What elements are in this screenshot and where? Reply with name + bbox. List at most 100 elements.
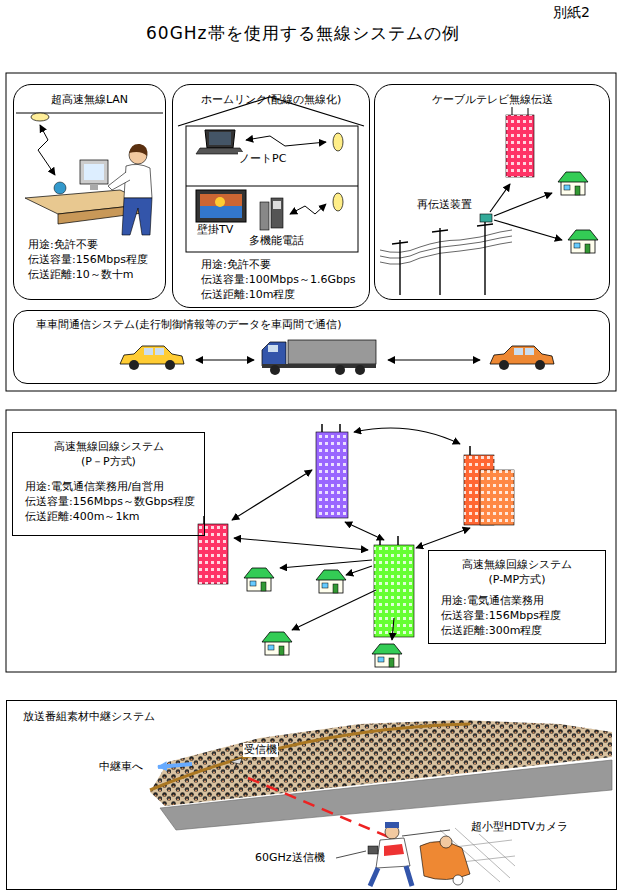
text-line: 伝送距離:10m程度 <box>201 287 356 302</box>
catv-illustration-part-part <box>399 240 400 295</box>
fixed-wireless-illustration-part-part <box>234 538 368 550</box>
catv-illustration-part-part <box>380 236 512 258</box>
device-label: 受信機 <box>243 743 278 757</box>
stadium-illustration-part <box>150 724 470 790</box>
wireless-lan-illustration-part <box>84 164 104 180</box>
fixed-wireless-illustration-part-part <box>345 522 384 540</box>
catv-illustration <box>380 107 598 295</box>
system-panel: ホームリンク(配線の無線化) 用途:免許不要 伝送容量:100Mbps～1.6Gb… <box>172 84 370 308</box>
fixed-wireless-illustration-part-part <box>232 470 312 520</box>
vehicle-illustration-part-part <box>288 340 376 364</box>
home-link-illustration-part <box>333 193 343 211</box>
text-line: 用途:免許不要 <box>28 237 148 252</box>
stadium-illustration-part <box>336 851 366 858</box>
catv-illustration-part-part <box>477 224 493 226</box>
stadium-illustration-part <box>230 758 242 764</box>
home-link-illustration-part <box>209 132 231 145</box>
home-link-illustration-part <box>273 201 281 209</box>
home-link-illustration-part <box>186 126 358 252</box>
text-line: 伝送容量:156Mbps～数Gbps程度 <box>25 494 195 509</box>
fixed-wireless-illustration-part <box>397 536 399 545</box>
system-panel: ケーブルテレビ無線伝送 <box>374 84 610 300</box>
text-line: ケーブルテレビ無線伝送 <box>375 92 609 107</box>
home-link-illustration-part <box>200 206 242 218</box>
home-link-illustration-part <box>290 204 326 214</box>
home-link-illustration-part <box>196 148 244 154</box>
stadium-illustration-part <box>440 836 452 848</box>
text-line: 用途:電気通信業務用/自営用 <box>25 479 195 494</box>
text-line: 伝送容量:100Mbps～1.6Gbps <box>201 272 356 287</box>
system-heading: ホームリンク(配線の無線化) <box>173 92 369 107</box>
wireless-lan-illustration-part <box>31 113 49 121</box>
vehicle-illustration-part-part <box>268 345 278 352</box>
system-heading: 車車間通信システム(走行制御情報等のデータを車両間で通信) <box>36 317 342 332</box>
catv-illustration-part-part <box>484 222 485 295</box>
catv-illustration-part-part <box>494 220 562 240</box>
catv-illustration-part <box>512 107 513 115</box>
home-link-illustration-part <box>186 186 358 187</box>
fixed-wireless-illustration-part-part <box>416 528 470 548</box>
text-line: 高速無線回線システム <box>429 557 605 572</box>
home-link-illustration-part <box>333 133 343 151</box>
wireless-lan-illustration-part <box>122 198 152 235</box>
device-label: 多機能電話 <box>248 234 305 248</box>
catv-illustration-part-part <box>494 193 552 216</box>
fixed-wireless-illustration-part <box>316 570 346 593</box>
fixed-wireless-illustration-part <box>232 428 470 640</box>
home-link-illustration-part <box>196 190 246 222</box>
system-heading: 高速無線回線システム (P-MP方式) <box>429 557 605 587</box>
text-line: 伝送距離:400m～1km <box>25 509 195 524</box>
text-line: 伝送距離:10～数十m <box>28 267 148 282</box>
device-label: 超小型HDTVカメラ <box>470 820 569 834</box>
vehicle-illustration-part-part <box>355 365 365 375</box>
stadium-illustration-part <box>370 866 412 886</box>
wireless-lan-illustration-part <box>80 160 108 184</box>
catv-illustration-part-part <box>439 228 440 295</box>
wireless-lan-illustration-part <box>108 172 130 190</box>
wireless-lan-illustration <box>16 113 163 235</box>
spec-box: 高速無線回線システム (P-MP方式) 用途:電気通信業務用 伝送容量:156Mb… <box>428 550 606 644</box>
home-link-illustration <box>178 97 364 252</box>
home-link-illustration-part <box>215 197 225 207</box>
catv-illustration-part <box>392 222 493 295</box>
device-label: ノートPC <box>238 152 287 166</box>
vehicle-illustration-part <box>120 346 184 370</box>
vehicle-illustration-part <box>388 359 480 360</box>
home-link-illustration-part <box>260 202 269 230</box>
text-line: 伝送容量:156Mbps程度 <box>441 608 561 623</box>
vehicle-illustration-part-part <box>335 365 345 375</box>
catv-illustration-part-part <box>380 230 512 252</box>
catv-illustration-part <box>506 115 534 177</box>
device-label: 60GHz送信機 <box>254 851 326 865</box>
spec-text: 用途:電気通信業務用 伝送容量:156Mbps程度 伝送距離:300m程度 <box>441 593 561 638</box>
catv-illustration-part <box>380 230 512 264</box>
text-line: 車車間通信システム(走行制御情報等のデータを車両間で通信) <box>36 317 342 332</box>
fixed-wireless-illustration-part-part <box>346 566 372 575</box>
catv-illustration-part <box>568 230 598 253</box>
fixed-wireless-illustration-part <box>198 524 228 584</box>
stadium-illustration-part <box>158 764 192 767</box>
system-band: 車車間通信システム(走行制御情報等のデータを車両間で通信) <box>13 310 610 384</box>
sheet-number: 別紙2 <box>552 3 591 21</box>
text-line: 高速無線回線システム <box>13 439 204 454</box>
home-link-illustration-part <box>246 136 326 146</box>
catv-illustration-part <box>490 184 562 240</box>
text-line: (P-MP方式) <box>429 572 605 587</box>
text-line: 伝送容量:156Mbps程度 <box>28 252 148 267</box>
stadium-illustration-part <box>248 778 396 840</box>
home-link-illustration-part <box>200 194 242 218</box>
vehicle-illustration <box>120 340 554 375</box>
fixed-wireless-illustration-part <box>321 424 323 432</box>
vehicle-illustration-part-part <box>262 342 286 366</box>
fixed-wireless-illustration-part-part <box>354 428 460 444</box>
fixed-wireless-illustration-part <box>464 455 514 525</box>
text-line: (P－P方式) <box>13 454 204 469</box>
fixed-wireless-illustration-part <box>316 432 348 518</box>
text-line: 用途:免許不要 <box>201 257 356 272</box>
wireless-lan-illustration-part <box>38 125 55 175</box>
system-panel: 超高速無線LAN用途:免許不要 伝送容量:156Mbps程度 伝送距離:10～数… <box>13 84 166 300</box>
fixed-wireless-illustration-part <box>339 424 341 432</box>
catv-illustration-part <box>506 115 534 177</box>
fixed-wireless-illustration-part <box>316 432 348 518</box>
